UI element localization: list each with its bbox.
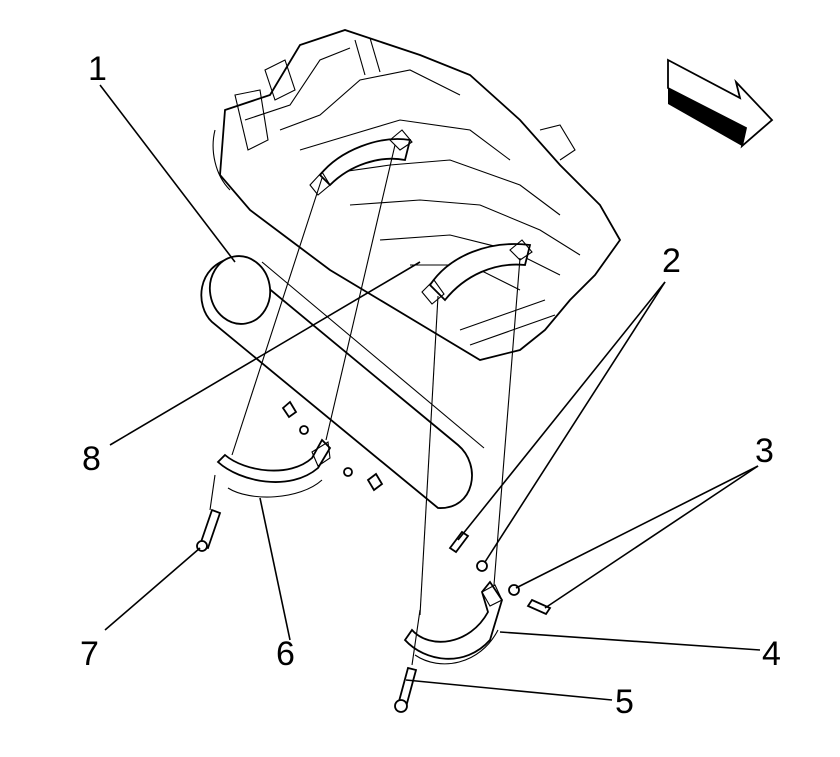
fuel-tank	[200, 255, 485, 509]
rear-fuel-tank-strap	[403, 580, 503, 665]
callout-6: 6	[276, 635, 295, 673]
callout-3: 3	[755, 432, 774, 470]
callout-1: 1	[88, 50, 107, 88]
vehicle-underbody-frame	[212, 29, 622, 361]
leader-lines	[99, 84, 761, 701]
front-fuel-tank-strap	[216, 438, 332, 498]
assembly-guide-lines	[209, 144, 521, 666]
callout-4: 4	[762, 635, 781, 673]
callout-5: 5	[615, 683, 634, 721]
callout-labels: 1 2 3 4 5 6 7 8	[80, 50, 781, 721]
front-direction-arrow-icon	[667, 58, 774, 149]
callout-7: 7	[80, 635, 99, 673]
callout-8: 8	[82, 440, 101, 478]
callout-2: 2	[662, 242, 681, 280]
